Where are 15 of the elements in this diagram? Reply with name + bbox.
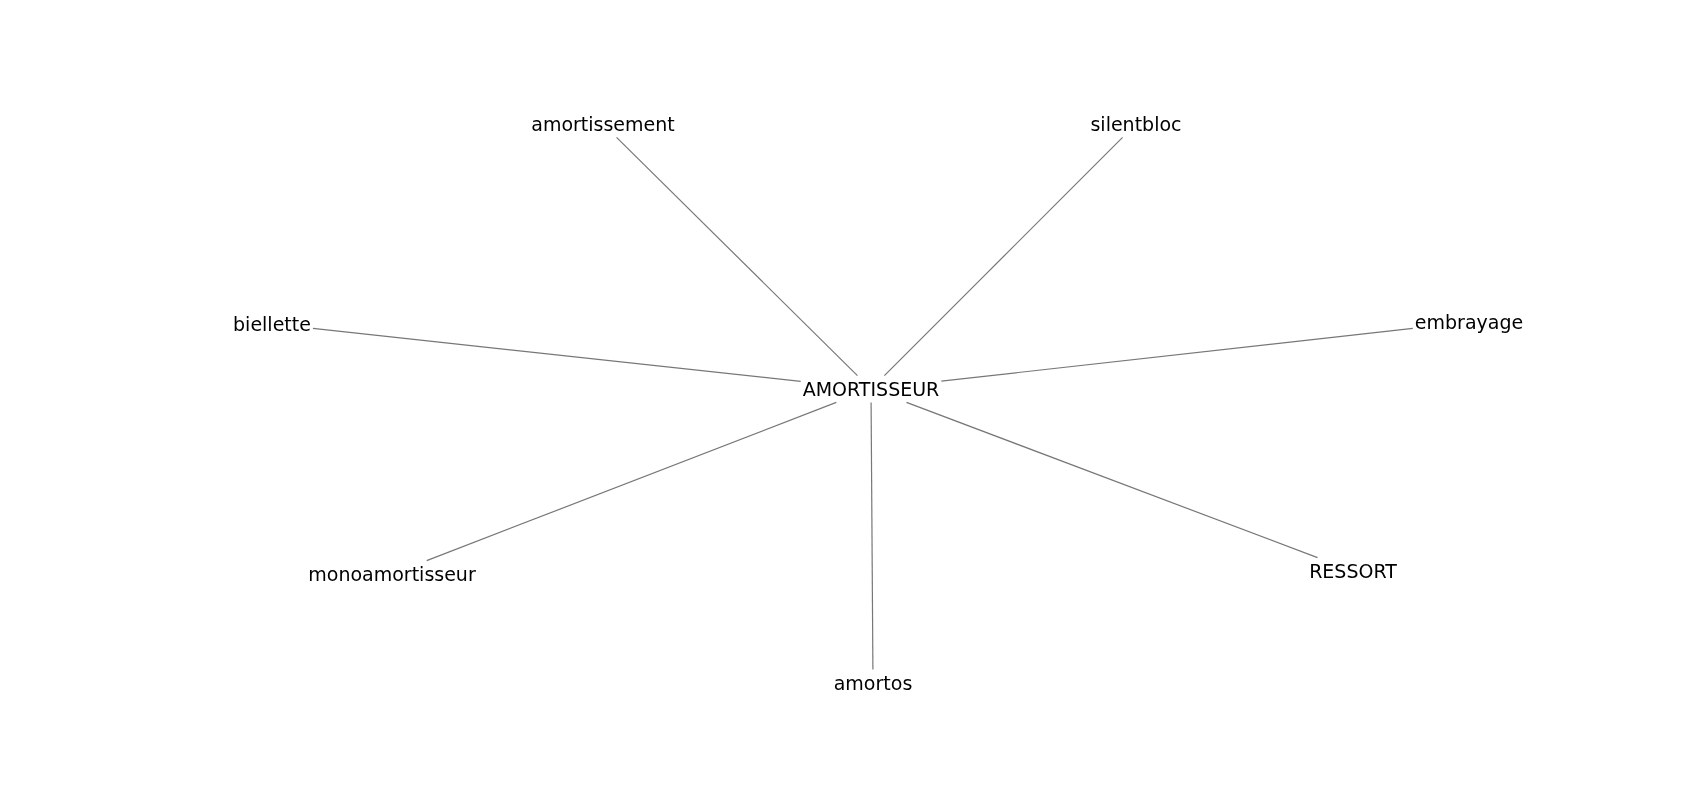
connector-line (940, 327, 1414, 382)
word-label: silentbloc (1090, 112, 1182, 136)
connector-line (426, 401, 837, 562)
connector-line (615, 136, 859, 377)
word-label: monoamortisseur (308, 562, 476, 586)
word-label: embrayage (1414, 310, 1524, 334)
word-label: amortos (833, 671, 913, 695)
connector-line (312, 327, 802, 382)
connector-line (870, 401, 874, 671)
connector-line (883, 136, 1124, 377)
word-label: amortissement (531, 112, 675, 136)
word-label: biellette (233, 312, 311, 336)
word-label: RESSORT (1309, 559, 1397, 583)
connector-line (905, 401, 1319, 559)
word-label: AMORTISSEUR (802, 377, 940, 401)
